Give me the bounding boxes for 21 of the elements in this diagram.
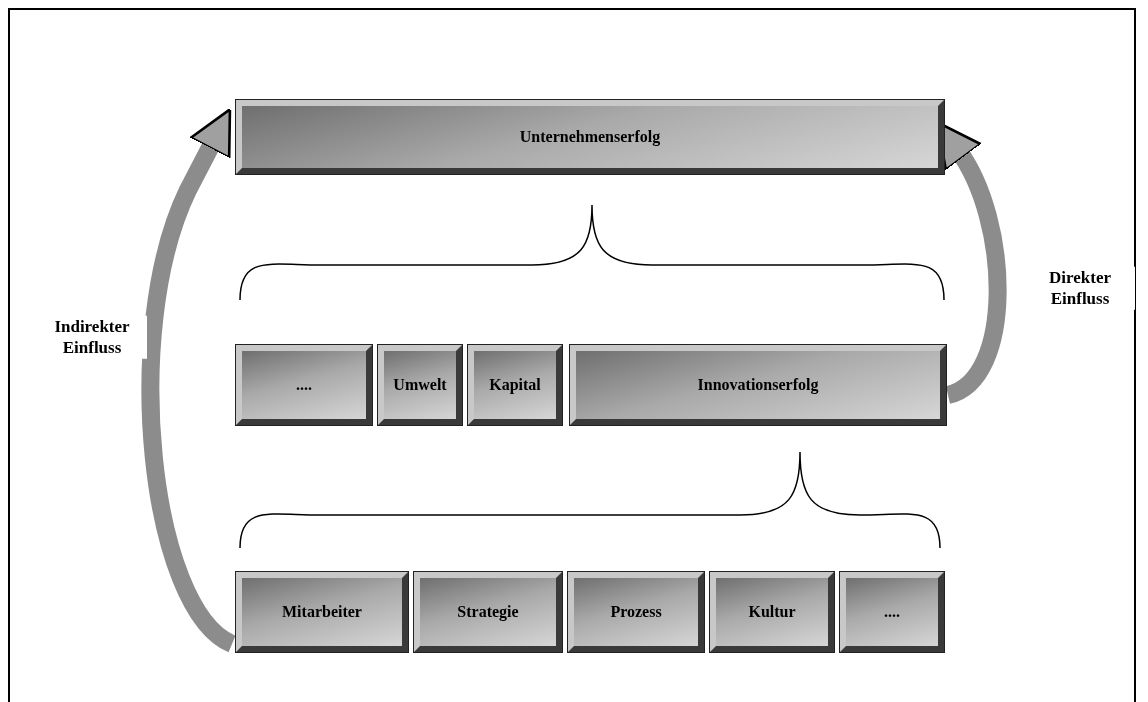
box-label: Umwelt xyxy=(392,376,448,394)
bevelled-box xyxy=(236,100,944,174)
box-label: .... xyxy=(883,603,901,621)
box-label: Innovationserfolg xyxy=(696,376,820,394)
bevelled-box xyxy=(710,572,834,652)
box-label: Unternehmenserfolg xyxy=(518,128,662,146)
box-label: Kapital xyxy=(488,376,542,394)
bevelled-box xyxy=(840,572,944,652)
bevelled-box xyxy=(236,345,372,425)
bevelled-box xyxy=(414,572,562,652)
box-label: Mitarbeiter xyxy=(281,603,363,621)
box-label: Strategie xyxy=(456,603,520,621)
box-label: Kultur xyxy=(747,603,797,621)
bevelled-box xyxy=(570,345,946,425)
box-label: Prozess xyxy=(609,603,663,621)
bevelled-box xyxy=(236,572,408,652)
bevelled-box xyxy=(378,345,462,425)
bevelled-box xyxy=(568,572,704,652)
bevelled-box xyxy=(468,345,562,425)
curved-arrow xyxy=(141,108,238,652)
box-label: .... xyxy=(295,376,313,394)
